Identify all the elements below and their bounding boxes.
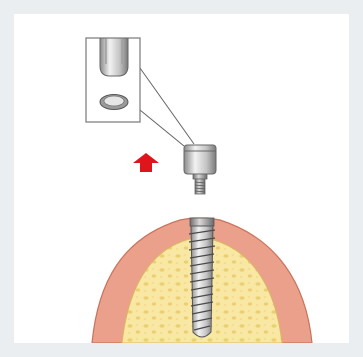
dental-implant (189, 218, 215, 337)
up-arrow-icon (133, 153, 159, 172)
coping-screw (195, 179, 205, 194)
figure-panel (14, 14, 349, 343)
impression-coping (184, 145, 216, 194)
callout-lines (140, 68, 194, 146)
implant-diagram (14, 14, 349, 343)
detail-inset (86, 38, 140, 122)
coping-side-view (100, 38, 128, 76)
